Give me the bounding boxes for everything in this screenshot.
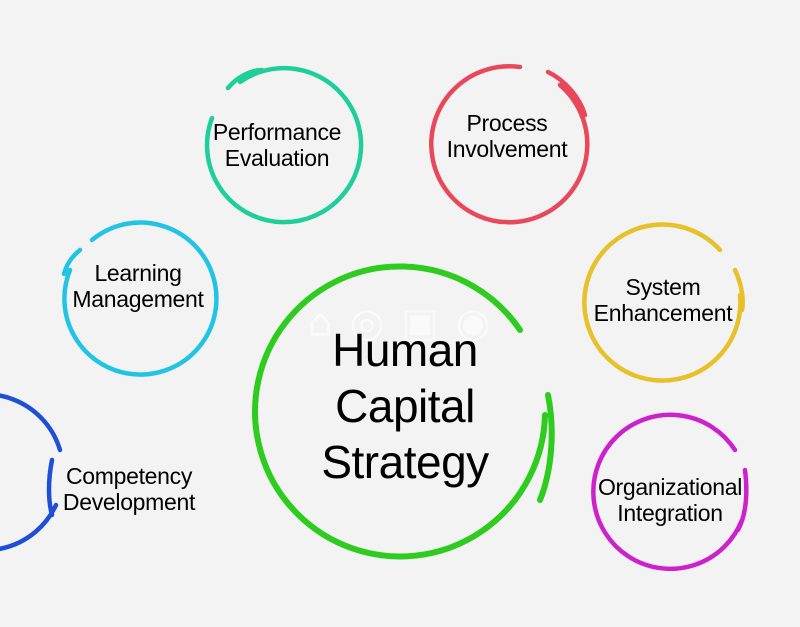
ring-organizational-integration	[591, 412, 749, 572]
node-line-1: System	[625, 274, 701, 300]
node-line-2: Development	[62, 489, 196, 515]
node-learning-management: Learning Management	[62, 259, 214, 313]
ring-performance-evaluation	[204, 65, 364, 225]
node-process-involvement: Process Involvement	[427, 109, 587, 163]
node-organizational-integration: Organizational Integration	[592, 473, 748, 527]
node-line-1: Process	[466, 110, 548, 136]
node-line-1: Performance	[212, 119, 342, 145]
center-ring	[252, 263, 555, 560]
node-line-1: Competency	[65, 463, 193, 489]
node-system-enhancement: System Enhancement	[584, 273, 742, 327]
ring-competency-development	[0, 393, 63, 552]
node-performance-evaluation: Performance Evaluation	[198, 118, 356, 172]
ring-system-enhancement	[582, 222, 745, 383]
ring-process-involvement	[429, 64, 590, 225]
center-line-3: Strategy	[321, 435, 489, 488]
node-line-1: Organizational	[597, 474, 743, 500]
node-line-2: Evaluation	[224, 145, 330, 171]
center-line-2: Capital	[335, 379, 475, 432]
node-line-2: Integration	[617, 500, 723, 526]
center-line-1: Human	[332, 323, 478, 376]
watermark: ⌂ ◎ ▣ ◉	[307, 300, 493, 346]
node-competency-development: Competency Development	[48, 462, 210, 516]
node-line-1: Learning	[94, 260, 182, 286]
node-line-2: Enhancement	[593, 300, 733, 326]
ring-learning-management	[61, 220, 219, 377]
node-line-2: Management	[72, 286, 204, 312]
node-line-2: Involvement	[446, 136, 568, 162]
center-label: Human Capital Strategy	[270, 318, 540, 493]
